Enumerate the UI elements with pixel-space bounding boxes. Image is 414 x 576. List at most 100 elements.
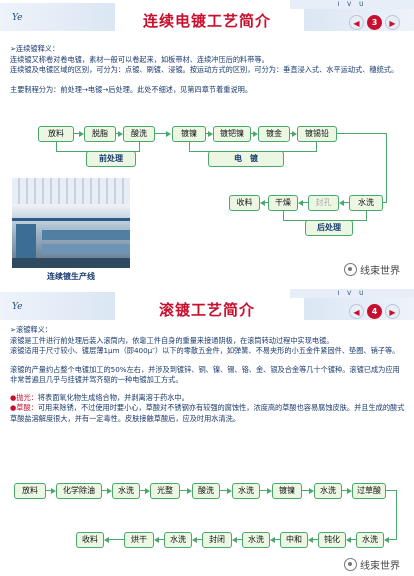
- photo-rail: [12, 218, 130, 221]
- photo-machine: [42, 244, 130, 254]
- photo-floor: [12, 258, 130, 268]
- intro-paragraph: 滚镀适用于尺寸较小、镀层薄1μm（即400μ″）以下的零散五金件，如弹簧、不易夹…: [10, 346, 400, 355]
- flow-connector: [236, 539, 242, 541]
- flow-connector: [386, 490, 397, 492]
- flow-connector: [140, 490, 146, 492]
- flow-step: 收料: [76, 532, 104, 548]
- flow-connector: [155, 133, 167, 135]
- flow-step: 酸洗: [192, 483, 220, 499]
- intro-heading: ➢滚镀释义：: [10, 325, 52, 334]
- flow-step: 光整: [150, 483, 180, 499]
- note-oxalic-acid: ●草酸：可用来除锈，不过使用时要小心，草酸对不锈钢亦有较强的腐蚀性，浓度高的草酸…: [10, 403, 406, 424]
- intro-paragraph: 滚镀是工件进行前处理后装入滚筒内，依靠工件自身的重量来接通阴极，在滚筒转动过程中…: [10, 335, 334, 345]
- flow-step: 酸洗: [123, 126, 155, 142]
- wechat-icon: [344, 263, 357, 276]
- flow-arrow: [145, 488, 150, 494]
- flow-step: 收料: [229, 195, 260, 211]
- slide-barrel-plating: I V U Ye 滚镀工艺简介 ◀ 4 ▶ ➢滚镀释义： 滚镀是工件进行前处理后…: [0, 289, 414, 576]
- flow-step: 中和: [280, 532, 308, 548]
- flow-connector: [274, 539, 280, 541]
- flow-arrow: [192, 537, 197, 543]
- flow-connector: [343, 202, 349, 204]
- watermark-text: 线束世界: [360, 266, 400, 277]
- flow-step: 过草酸: [352, 483, 386, 499]
- photo-machine: [16, 224, 36, 264]
- flow-step: 封闭: [202, 532, 232, 548]
- flow-arrow: [308, 537, 313, 543]
- flow-connector: [108, 539, 124, 541]
- header-top-strip: I V U: [290, 289, 414, 298]
- flow-arrow: [346, 537, 351, 543]
- flow-arrow: [339, 200, 344, 206]
- flow-arrow: [267, 488, 272, 494]
- flow-connector: [312, 539, 318, 541]
- header-logo: Ye: [12, 302, 23, 312]
- flow-arrow: [107, 488, 112, 494]
- flow-connector: [302, 490, 310, 492]
- intro-text: ➢滚镀释义： 滚镀是工件进行前处理后装入滚筒内，依靠工件自身的重量来接通阴极，在…: [10, 325, 406, 424]
- flow-connector: [196, 539, 202, 541]
- flow-step: 钝化: [318, 532, 346, 548]
- intro-text: ➢连续镀释义： 连续镀又称卷对卷电镀，素材一般可以卷起来，如板带材、连续冲压后的…: [10, 44, 406, 95]
- group-label-posttreatment: 后处理: [305, 220, 353, 236]
- header-logo: Ye: [12, 13, 23, 23]
- watermark-text: 线束世界: [360, 561, 400, 572]
- prev-page-button[interactable]: ◀: [349, 15, 364, 30]
- intro-paragraph: 连续镀又称卷对卷电镀，素材一般可以卷起来，如板带材、连续冲压后的料带等。: [10, 54, 269, 64]
- watermark: 线束世界: [344, 262, 400, 277]
- flow-step: 水洗: [232, 483, 260, 499]
- flow-arrow: [347, 488, 352, 494]
- slide-header: I V U Ye 滚镀工艺简介 ◀ 4 ▶: [0, 289, 414, 325]
- flow-connector: [102, 490, 108, 492]
- flow-arrow: [292, 131, 297, 137]
- intro-paragraph: 主要制程分为：前处理→电镀→后处理。此处不细述，见第四章节着重说明。: [10, 84, 253, 94]
- flow-step: 水洗: [356, 532, 384, 548]
- flow-arrow: [270, 537, 275, 543]
- flow-step: 放料: [38, 126, 74, 142]
- slide-header: I V U Ye 连续电镀工艺简介 ◀ 3 ▶: [0, 0, 414, 36]
- flow-arrow: [208, 131, 213, 137]
- page-number-badge: 4: [367, 304, 382, 319]
- flow-arrow: [154, 537, 159, 543]
- flow-connector: [260, 490, 268, 492]
- header-bar-left: [0, 3, 115, 31]
- prev-page-button[interactable]: ◀: [349, 304, 364, 319]
- flow-connector: [290, 133, 293, 135]
- flow-step: 干燥: [268, 195, 298, 211]
- flow-connector: [251, 133, 254, 135]
- flow-arrow: [384, 537, 389, 543]
- flow-step: 水洗: [314, 483, 342, 499]
- note-label: ●草酸：: [10, 403, 38, 412]
- flow-arrow: [227, 488, 232, 494]
- next-page-button[interactable]: ▶: [385, 304, 400, 319]
- flow-arrow: [51, 488, 56, 494]
- flow-connector: [206, 133, 209, 135]
- flow-connector: [158, 539, 164, 541]
- flow-step: 封孔: [308, 195, 339, 211]
- flow-step: 水洗: [112, 483, 140, 499]
- flow-step: 镀钯镍: [213, 126, 251, 142]
- flow-connector: [337, 133, 387, 135]
- flow-step: 镀锡铅: [297, 126, 337, 142]
- note-polishing: ●抛光：将表面氧化物生成络合物，并剥离溶于药水中。: [10, 393, 406, 404]
- photo-caption: 连续镀生产线: [47, 272, 95, 281]
- flow-connector: [342, 490, 348, 492]
- flow-step: 烘干: [124, 532, 154, 548]
- slide-title: 滚镀工艺简介: [158, 301, 255, 319]
- intro-paragraph: 连续镀及电镀区域的区别，可分为：点镀、刷镀、浸镀。按运动方式的区别，可分为：垂直…: [10, 65, 399, 74]
- production-line-photo: [12, 178, 130, 268]
- header-bar-left: [0, 292, 115, 320]
- flow-connector: [264, 202, 268, 204]
- flow-step: 水洗: [242, 532, 270, 548]
- flow-connector: [74, 133, 80, 135]
- flow-arrow: [79, 131, 84, 137]
- flow-step: 化学除油: [56, 483, 102, 499]
- flow-connector: [220, 490, 228, 492]
- next-page-button[interactable]: ▶: [385, 15, 400, 30]
- flow-arrow: [260, 200, 265, 206]
- flow-connector: [350, 539, 356, 541]
- note-text: 将表面氧化物生成络合物，并剥离溶于药水中。: [37, 392, 189, 402]
- slide-continuous-plating: I V U Ye 连续电镀工艺简介 ◀ 3 ▶ ➢连续镀释义： 连续镀又称卷对卷…: [0, 0, 414, 287]
- group-label-plating: 电 镀: [208, 151, 284, 167]
- flow-connector: [386, 134, 388, 203]
